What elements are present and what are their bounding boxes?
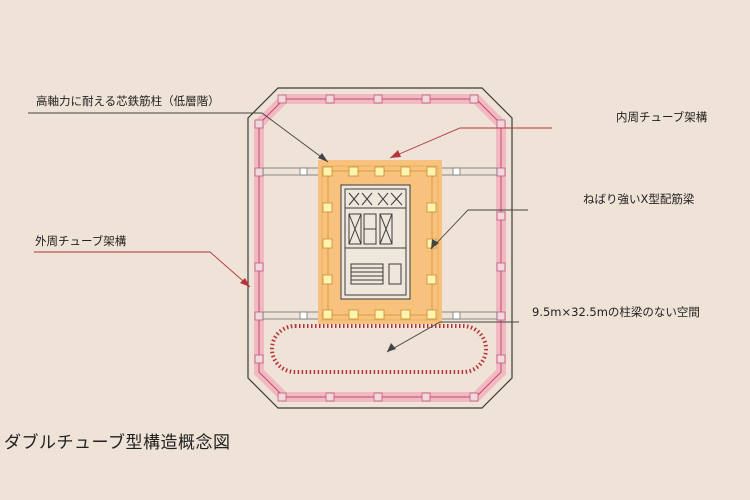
label-x-beam: ねばり強いX型配筋梁 <box>583 192 695 206</box>
open-space-area <box>270 324 488 374</box>
label-open-space: 9.5m×32.5mの柱梁のない空間 <box>532 305 700 319</box>
building-outline <box>247 87 513 409</box>
label-outer-tube: 外周チューブ架構 <box>35 234 127 248</box>
label-inner-tube: 内周チューブ架構 <box>616 110 708 124</box>
central-core <box>340 184 411 300</box>
label-core-column: 高軸力に耐える芯鉄筋柱（低層階） <box>36 94 220 108</box>
beam-joints <box>299 167 461 320</box>
leader-lines <box>28 112 552 353</box>
inner-columns <box>322 166 437 320</box>
leader-arrowheads <box>240 150 439 352</box>
outer-columns <box>254 94 506 402</box>
diagram-caption: ダブルチューブ型構造概念図 <box>4 433 231 453</box>
